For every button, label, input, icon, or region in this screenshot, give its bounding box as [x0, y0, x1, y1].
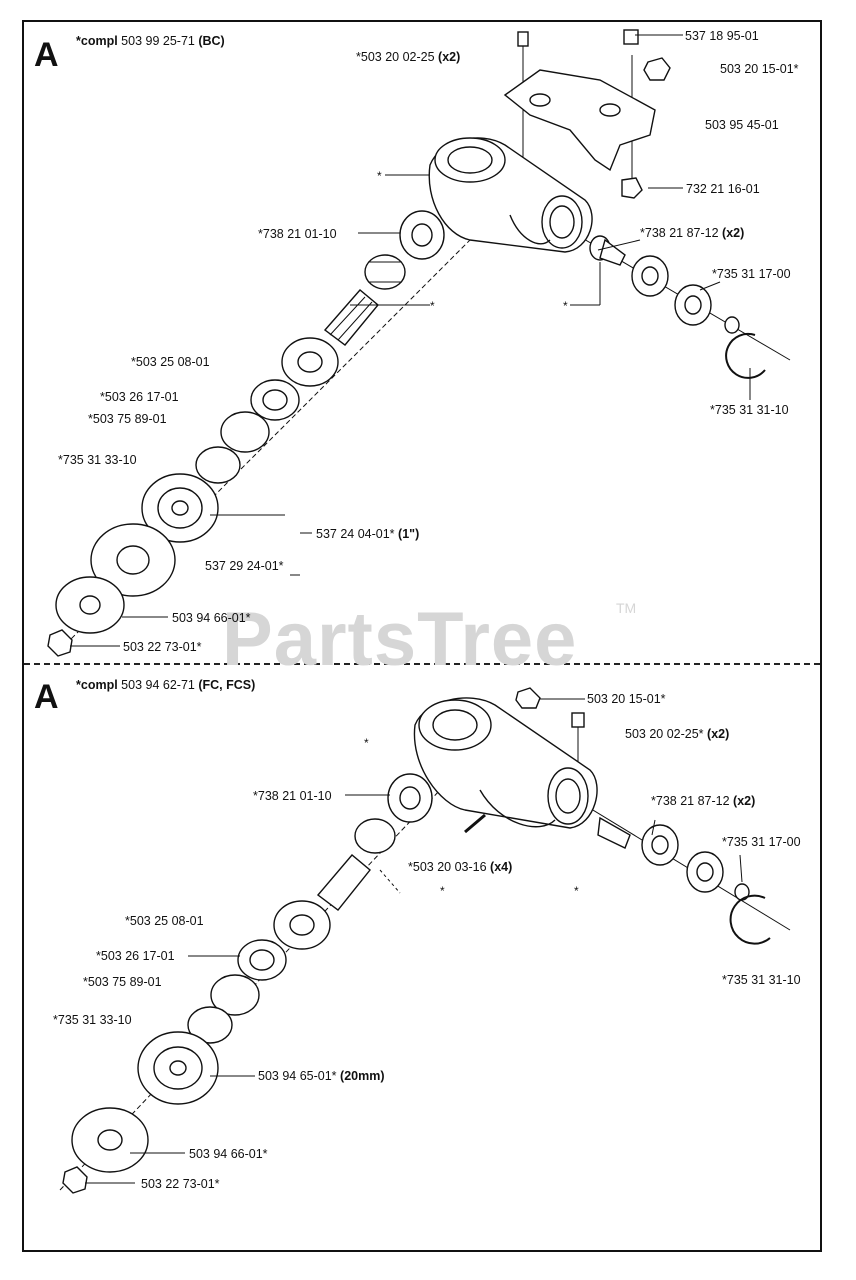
bevel-gear: [354, 818, 396, 854]
bearing: [641, 824, 679, 866]
clamp-bracket: [503, 69, 656, 172]
part-label: *735 31 17-00: [722, 835, 801, 849]
bearing: [631, 255, 669, 297]
part-label: 503 20 02-25* (x2): [625, 727, 730, 741]
part-label: *735 31 33-10: [58, 453, 137, 467]
part-label: *503 75 89-01: [88, 412, 167, 426]
nut: [515, 687, 541, 709]
support-flange: [141, 473, 219, 543]
bearing: [686, 851, 724, 893]
part-label: *738 21 01-10: [253, 789, 332, 803]
bearing: [281, 337, 339, 387]
spindle: [323, 289, 379, 346]
retaining-ring: [729, 894, 771, 945]
part-label: *503 26 17-01: [100, 390, 179, 404]
bearing: [399, 210, 445, 260]
bolt: [571, 712, 585, 728]
title-suffix: (BC): [198, 34, 225, 48]
part-label: 503 94 66-01*: [172, 611, 251, 625]
part-label: *738 21 87-12 (x2): [640, 226, 745, 240]
retaining-ring: [725, 332, 766, 379]
circlip: [187, 1006, 233, 1044]
seal: [250, 379, 300, 421]
part-label: *735 31 31-10: [710, 403, 789, 417]
pinion: [597, 816, 631, 849]
assembly-title-bottom: *compl 503 94 62-71 (FC, FCS): [76, 678, 255, 692]
part-label: 503 22 73-01*: [123, 640, 202, 654]
part-label: 503 20 15-01*: [720, 62, 799, 76]
cover-plate: [90, 523, 176, 597]
part-label: *735 31 31-10: [722, 973, 801, 987]
part-label: *503 20 03-16 (x4): [408, 860, 513, 874]
part-label: 503 22 73-01*: [141, 1177, 220, 1191]
part-label: 537 18 95-01: [685, 29, 759, 43]
screw: [464, 813, 486, 834]
gear-housing: [428, 137, 593, 253]
diagram-frame: [22, 20, 822, 1252]
compl-marker: *: [377, 169, 382, 183]
title-part: 503 99 25-71: [121, 34, 195, 48]
part-label: *503 26 17-01: [96, 949, 175, 963]
gear-housing: [413, 697, 598, 829]
spindle: [316, 854, 371, 911]
nut: [62, 1166, 88, 1194]
cover-ring: [220, 411, 270, 453]
part-label: *503 25 08-01: [125, 914, 204, 928]
cover-ring: [210, 974, 260, 1016]
title-prefix: *compl: [76, 34, 118, 48]
part-label: 503 20 15-01*: [587, 692, 666, 706]
title-suffix: (FC, FCS): [198, 678, 256, 692]
part-label: 503 94 66-01*: [189, 1147, 268, 1161]
bearing: [674, 284, 712, 326]
circlip: [195, 446, 241, 484]
part-label: 503 94 65-01* (20mm): [258, 1069, 385, 1083]
section-divider: [24, 663, 820, 665]
support-flange: [137, 1031, 219, 1105]
section-letter-bottom: A: [34, 678, 59, 716]
part-label: *503 75 89-01: [83, 975, 162, 989]
watermark-brand: PartsTree: [222, 597, 578, 682]
title-prefix: *compl: [76, 678, 118, 692]
part-label: 732 21 16-01: [686, 182, 760, 196]
part-label: *735 31 33-10: [53, 1013, 132, 1027]
spacer: [724, 316, 740, 334]
part-label: *738 21 01-10: [258, 227, 337, 241]
bearing: [387, 773, 433, 823]
part-label: *503 20 02-25 (x2): [356, 50, 461, 64]
seal: [237, 939, 287, 981]
title-part: 503 94 62-71: [121, 678, 195, 692]
compl-marker: *: [574, 884, 579, 898]
washer: [55, 576, 125, 634]
part-label: 503 95 45-01: [705, 118, 779, 132]
nut: [47, 629, 73, 657]
part-label: *738 21 87-12 (x2): [651, 794, 756, 808]
compl-marker: *: [364, 736, 369, 750]
compl-marker: *: [430, 299, 435, 313]
washer: [71, 1107, 149, 1173]
part-label: *735 31 17-00: [712, 267, 791, 281]
compl-marker: *: [440, 884, 445, 898]
pinion: [589, 235, 626, 266]
part-label: *503 25 08-01: [131, 355, 210, 369]
part-label: 537 24 04-01* (1"): [316, 527, 420, 541]
part-label: 537 29 24-01*: [205, 559, 284, 573]
watermark-trademark: TM: [616, 600, 637, 616]
bevel-gear: [364, 254, 406, 290]
bearing: [273, 900, 331, 950]
assembly-title-top: *compl 503 99 25-71 (BC): [76, 34, 225, 48]
compl-marker: *: [563, 299, 568, 313]
section-letter-top: A: [34, 36, 59, 74]
